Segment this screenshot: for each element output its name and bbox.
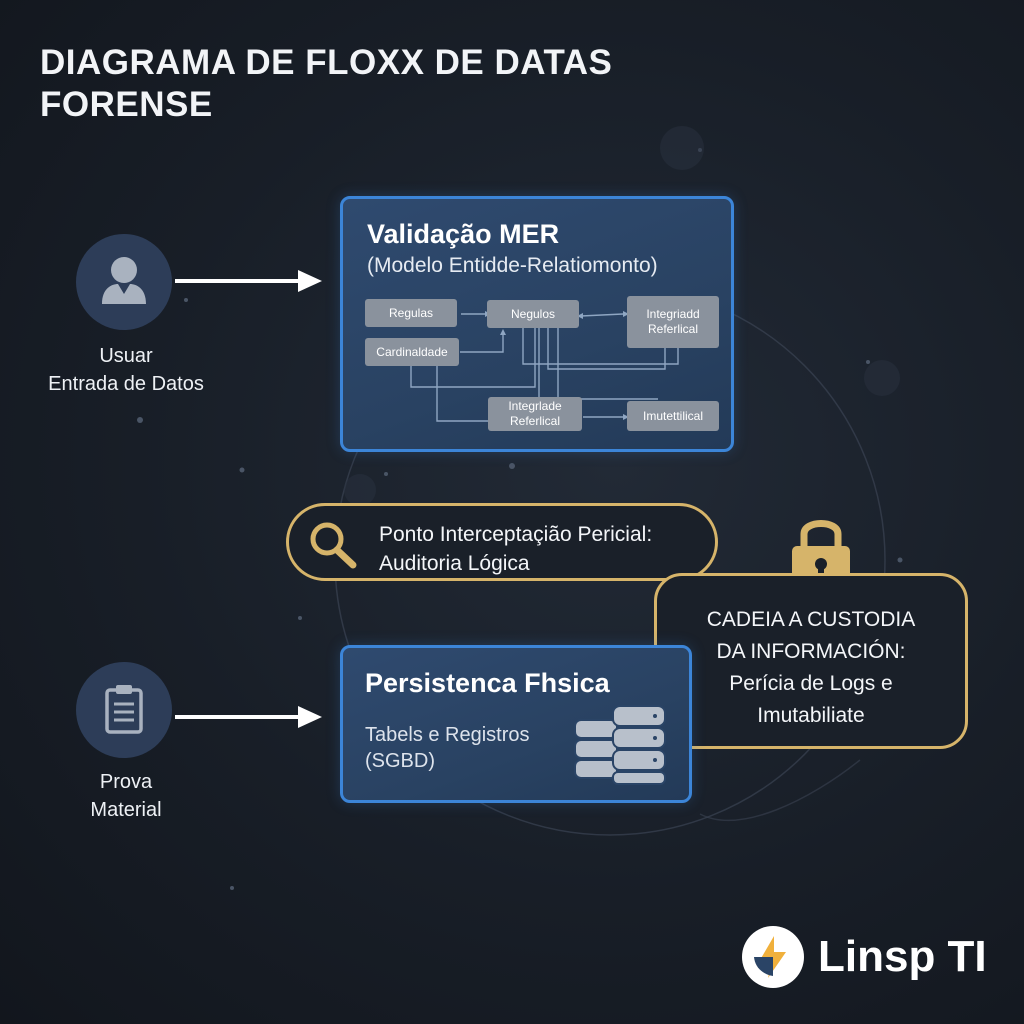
user-icon [102,257,146,304]
page-title-line2: FORENSE [40,85,213,124]
custody-chain-line4: Imutabiliate [757,704,865,727]
page-title-line1: DIAGRAMA DE FLOXX DE DATAS [40,43,613,82]
user-actor-circle [76,234,172,330]
custody-chain-text: CADEIA A CUSTODIA DA INFORMACIÓN: Períci… [657,604,965,732]
user-actor-label: Usuar Entrada de Datos [28,342,224,398]
user-arrow-head [298,270,322,292]
interception-point-line2: Auditoria Lógica [379,552,530,575]
magnifier-icon [310,522,357,569]
mer-node-integridad-top-line2: Referlical [647,322,698,336]
validation-mer-title: Validação MER [367,219,560,249]
mer-node-integridad-top-line1: Integriadd [646,307,700,321]
evidence-actor-label-line1: Prova [99,771,153,793]
validation-mer-panel: Validação MER (Modelo Entidde-Relatiomon… [340,196,734,452]
physical-persistence-subtitle: Tabels e Registros (SGBD) [365,722,530,774]
physical-persistence-title: Persistenca Fhsica [365,668,610,698]
user-actor-label-line2: Entrada de Datos [48,373,204,395]
interception-point-line1: Ponto Interceptaçião Pericial: [379,523,653,546]
custody-chain-line1: CADEIA A CUSTODIA [706,608,916,631]
interception-point-text: Ponto Interceptaçião Pericial: Auditoria… [379,520,652,578]
physical-persistence-panel: Persistenca Fhsica Tabels e Registros (S… [340,645,692,803]
evidence-actor-label: Prova Material [28,768,224,824]
database-icon [574,705,666,785]
linsp-logo-icon [742,926,804,988]
mer-node-cardinalidade: Cardinaldade [365,338,459,366]
mer-connectors [408,311,681,424]
mer-node-integridade-bottom-line1: Integrlade [508,399,562,413]
evidence-arrow-head [298,706,322,728]
brand-logo: Linsp TI [740,924,987,990]
custody-chain-line2: DA INFORMACIÓN: [716,640,906,663]
mer-node-integridade-bottom-line2: Referlical [509,414,560,428]
mer-node-regulas: Regulas [365,299,457,327]
mer-node-integridade-bottom: Integrlade Referlical [488,397,582,431]
clipboard-icon [105,685,143,734]
validation-mer-subtitle: (Modelo Entidde-Relatiomonto) [367,254,658,277]
brand-logo-text: Linsp TI [818,932,987,981]
custody-chain-box: CADEIA A CUSTODIA DA INFORMACIÓN: Períci… [654,573,968,749]
evidence-actor-circle [76,662,172,758]
mer-node-imutabilidade: Imutettilical [627,401,719,431]
mer-node-integridad-top: Integriadd Referlical [627,296,719,348]
user-actor-label-line1: Usuar [99,345,153,367]
custody-chain-line3: Perícia de Logs e [729,672,893,695]
interception-point-box: Ponto Interceptaçião Pericial: Auditoria… [286,503,718,581]
page-title: DIAGRAMA DE FLOXX DE DATAS FORENSE [40,42,680,126]
mer-node-negulos: Negulos [487,300,579,328]
physical-persistence-subtitle-line2: (SGBD) [365,750,435,772]
evidence-actor-label-line2: Material [90,799,162,821]
physical-persistence-subtitle-line1: Tabels e Registros [365,724,530,746]
